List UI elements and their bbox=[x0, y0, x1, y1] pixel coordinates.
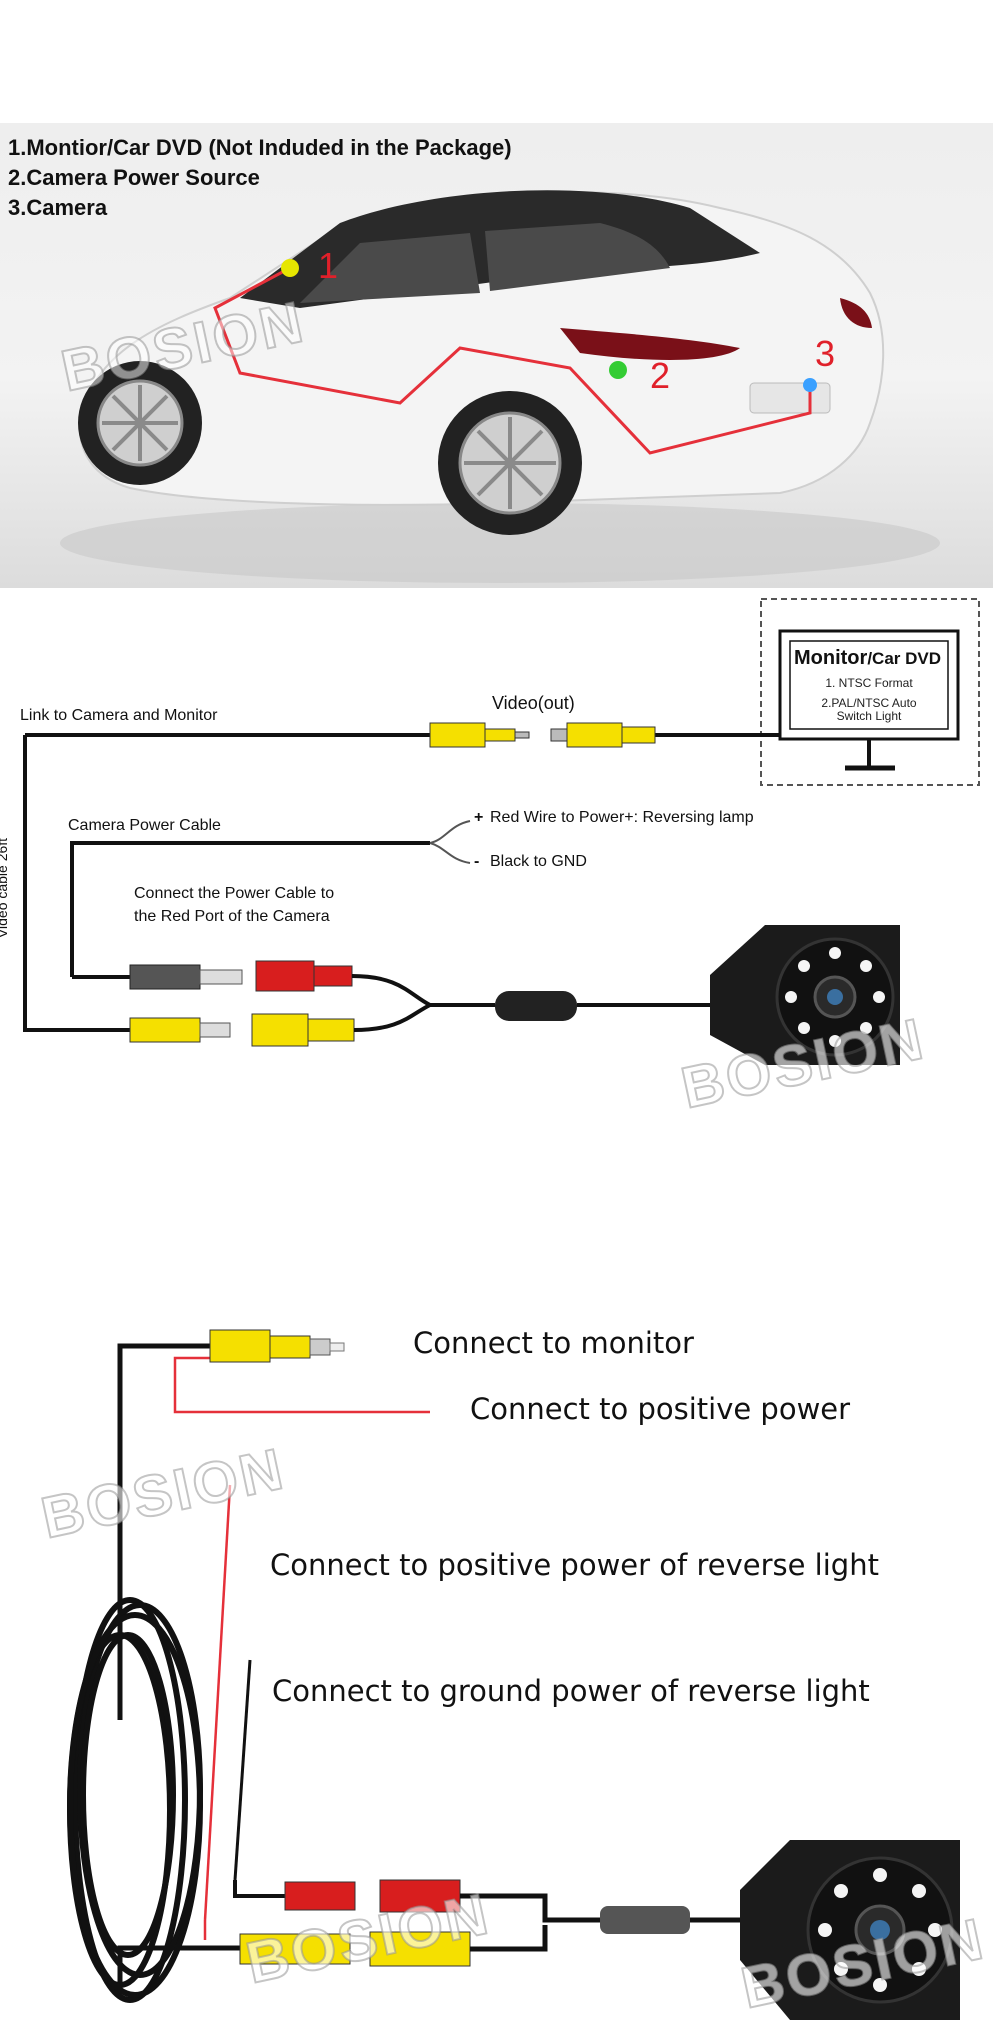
label-connect-positive: Connect to positive power bbox=[470, 1392, 851, 1426]
label-connect-monitor: Connect to monitor bbox=[413, 1326, 694, 1360]
monitor-position-marker bbox=[281, 259, 299, 277]
red-wire-label: Red Wire to Power+: Reversing lamp bbox=[490, 809, 754, 826]
monitor-title: Monitor/Car DVD bbox=[794, 647, 941, 670]
photo-diagram: Connect to monitor Connect to positive p… bbox=[0, 1300, 993, 2038]
video-out-label: Video(out) bbox=[492, 693, 575, 713]
monitor-title-main: Monitor bbox=[794, 647, 868, 669]
monitor-title-suffix: /Car DVD bbox=[867, 649, 941, 668]
marker-number-3: 3 bbox=[815, 333, 836, 374]
power-source-marker bbox=[609, 361, 627, 379]
connect-note-line1: Connect the Power Cable to bbox=[134, 885, 335, 902]
connect-note-line2: the Red Port of the Camera bbox=[134, 908, 330, 925]
car-illustration bbox=[60, 190, 940, 583]
black-wire-sign: - bbox=[474, 853, 480, 870]
legend-item-monitor: 1.Montior/Car DVD (Not Induded in the Pa… bbox=[8, 135, 512, 160]
label-connect-reverse-ground: Connect to ground power of reverse light bbox=[272, 1674, 870, 1708]
legend-item-power-source: 2.Camera Power Source bbox=[8, 165, 260, 190]
red-wire-sign: + bbox=[474, 809, 484, 826]
black-wire-label: Black to GND bbox=[490, 853, 587, 870]
marker-number-2: 2 bbox=[650, 355, 671, 396]
legend-item-camera: 3.Camera bbox=[8, 195, 108, 220]
wiring-diagram: Link to Camera and Monitor Video(out) Vi… bbox=[0, 595, 993, 1122]
car-panel: 1.Montior/Car DVD (Not Induded in the Pa… bbox=[0, 123, 993, 588]
monitor-spec-1: 1. NTSC Format bbox=[825, 676, 913, 690]
power-cable-label: Camera Power Cable bbox=[68, 817, 221, 834]
monitor-spec-3: Switch Light bbox=[836, 709, 902, 723]
photo-diagram-art bbox=[67, 1329, 960, 2020]
monitor-spec-2: 2.PAL/NTSC Auto bbox=[821, 696, 917, 710]
label-connect-reverse-positive: Connect to positive power of reverse lig… bbox=[270, 1548, 879, 1582]
video-cable-label: Video cable 26ft bbox=[0, 837, 11, 939]
marker-number-1: 1 bbox=[318, 245, 339, 286]
camera-position-marker bbox=[803, 378, 817, 392]
wiring-diagram-art bbox=[23, 598, 980, 1065]
link-label: Link to Camera and Monitor bbox=[20, 707, 218, 724]
